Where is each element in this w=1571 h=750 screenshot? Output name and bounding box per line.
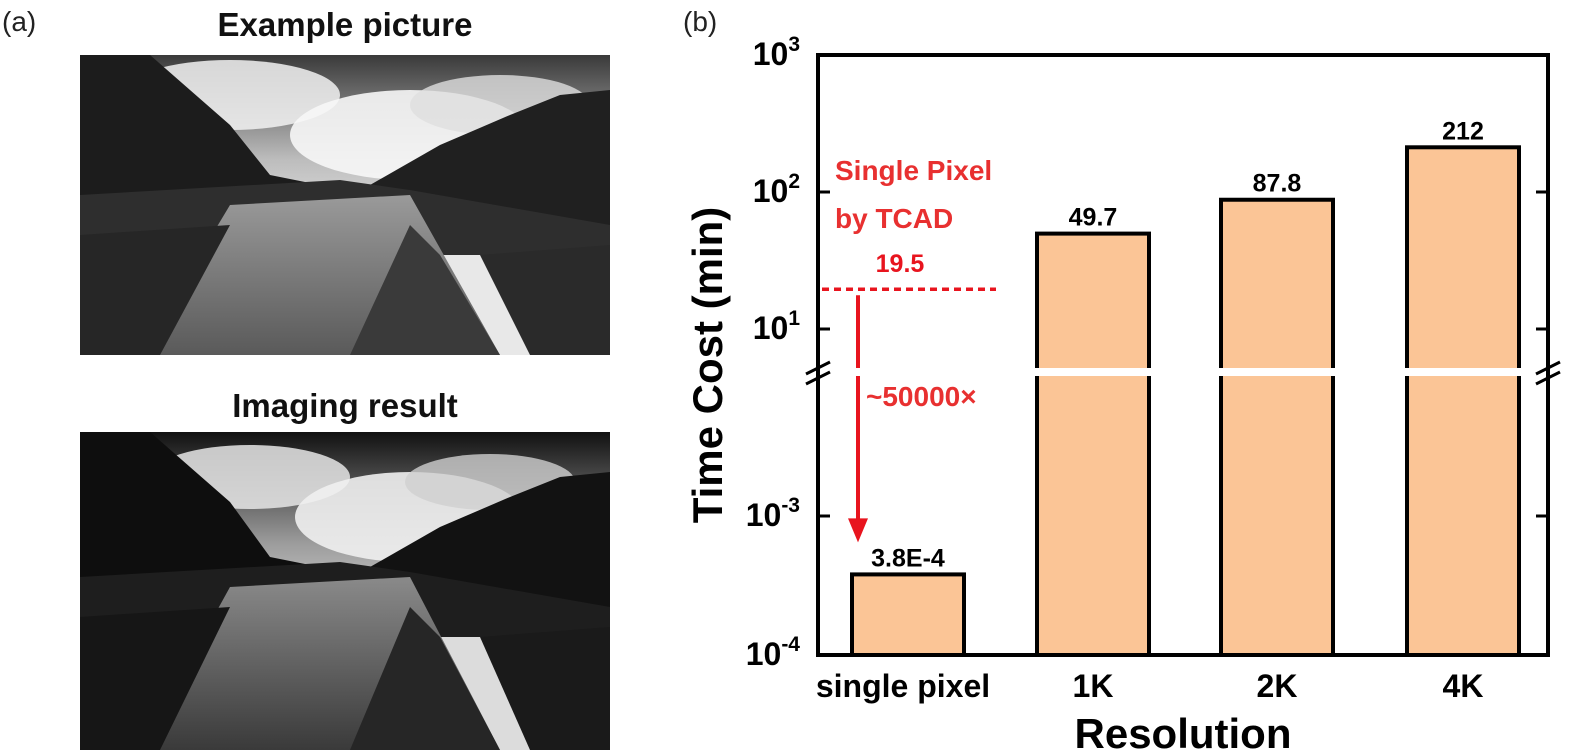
- example-picture-image: [80, 55, 610, 355]
- bar-value-label: 49.7: [1069, 204, 1118, 232]
- x-tick-label: 2K: [1257, 668, 1298, 704]
- bar-1k: [1035, 231, 1151, 657]
- imaging-result-title: Imaging result: [232, 387, 458, 424]
- bar-value-label: 87.8: [1253, 170, 1302, 198]
- x-tick-label: 4K: [1443, 668, 1484, 704]
- x-tick-label: 1K: [1073, 668, 1114, 704]
- bar-4k: [1405, 145, 1521, 657]
- y-tick-label: 102: [753, 170, 800, 209]
- reference-layer: [822, 287, 996, 543]
- bar-value-label: 3.8E-4: [871, 544, 945, 572]
- y-tick-label: 101: [753, 307, 801, 346]
- reference-value-label: 19.5: [876, 250, 925, 278]
- y-tick-label: 103: [753, 33, 800, 72]
- x-axis-title: Resolution: [1075, 710, 1292, 750]
- reference-label-line1: Single Pixel: [835, 155, 992, 186]
- bar-single-pixel: [850, 572, 966, 658]
- axes-layer: [816, 53, 1550, 657]
- speedup-arrow-head: [848, 518, 868, 543]
- y-tick-label: 10-3: [746, 494, 800, 533]
- plot-frame: [816, 53, 1550, 657]
- imaging-result-image: [80, 432, 610, 750]
- axis-break-band: [804, 368, 1562, 376]
- bars-layer: [850, 145, 1521, 658]
- reference-label-line2: by TCAD: [835, 203, 953, 234]
- x-tick-label: single pixel: [816, 668, 990, 704]
- panel-b-label: (b): [683, 6, 718, 37]
- example-picture-title: Example picture: [217, 6, 473, 43]
- y-tick-label: 10-4: [746, 633, 801, 672]
- bar-value-label: 212: [1442, 117, 1484, 145]
- bar-2k: [1219, 197, 1335, 658]
- panel-a-label: (a): [2, 6, 37, 37]
- speedup-label: ~50000×: [866, 381, 977, 412]
- y-axis-title: Time Cost (min): [684, 207, 731, 524]
